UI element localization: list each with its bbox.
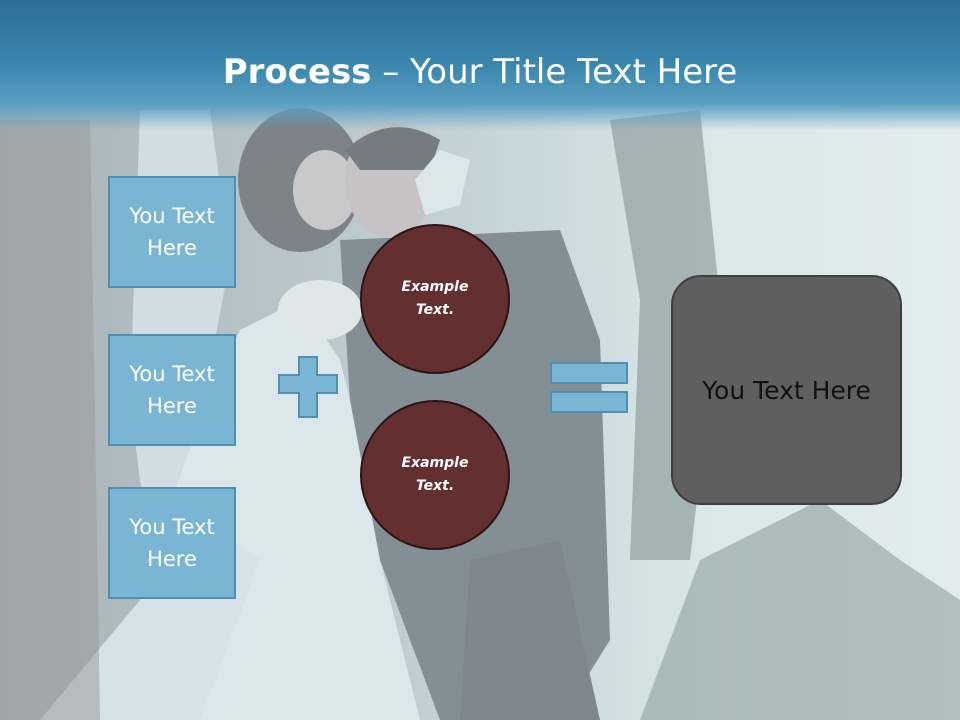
slide-title: Process – Your Title Text Here xyxy=(0,52,960,92)
example-circle-1-label: Example Text. xyxy=(401,279,469,318)
title-bold: Process xyxy=(222,52,372,92)
left-box-2-label: You Text Here xyxy=(129,362,215,418)
example-circle-1[interactable]: Example Text. xyxy=(360,224,510,374)
title-band xyxy=(0,0,960,130)
left-box-1-label: You Text Here xyxy=(129,204,215,260)
left-box-2[interactable]: You Text Here xyxy=(108,334,236,446)
example-circle-2-label: Example Text. xyxy=(401,455,469,494)
title-rest: – Your Title Text Here xyxy=(371,52,738,92)
example-circle-2[interactable]: Example Text. xyxy=(360,400,510,550)
left-box-3[interactable]: You Text Here xyxy=(108,487,236,599)
left-box-1[interactable]: You Text Here xyxy=(108,176,236,288)
result-box[interactable]: You Text Here xyxy=(671,275,902,505)
left-box-3-label: You Text Here xyxy=(129,515,215,571)
result-label: You Text Here xyxy=(702,375,871,405)
